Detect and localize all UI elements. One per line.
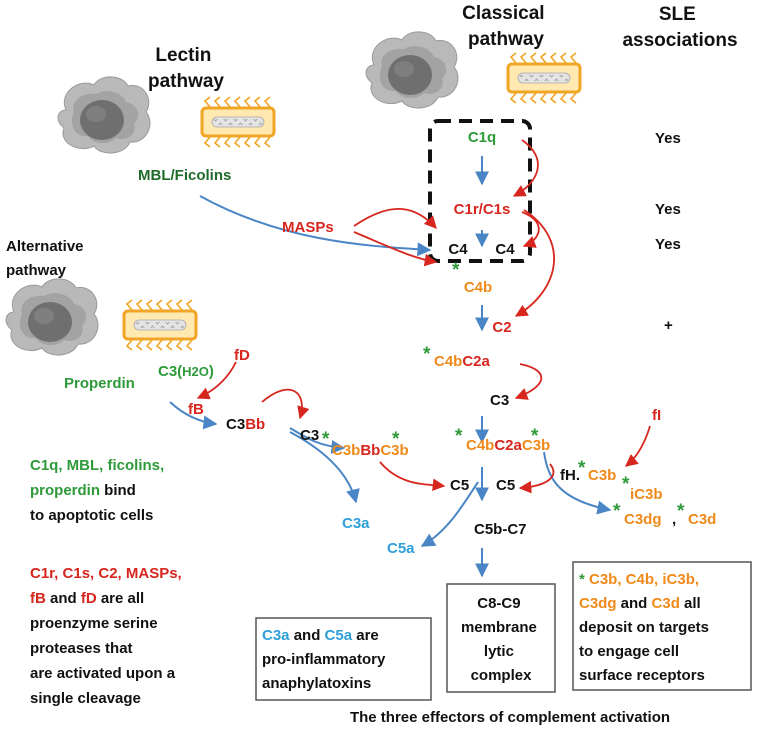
c1q-node: C1q [468, 129, 496, 146]
c3b-regulated-asterisk: * [578, 458, 586, 479]
c4b-c2a-node: C4bC2a [434, 353, 491, 370]
arrow-masps-to-c1r [353, 207, 437, 229]
c2-node: C2 [492, 319, 511, 336]
c4b-node: C4b [464, 279, 492, 296]
c3a-node: C3a [342, 515, 370, 532]
sle-value-c1r-c1s: Yes [655, 201, 681, 218]
c3bbbc3b-asterisk-1: * [322, 429, 330, 450]
arrow-alt-c5-convertase [379, 461, 446, 492]
c3bb-node: C3Bb [226, 416, 265, 433]
c1-complex-box [428, 119, 532, 263]
fh-node: fH. [560, 467, 580, 484]
arrow-to-c3a [289, 431, 360, 504]
c3-node-classical: C3 [490, 392, 509, 409]
apoptotic-binding-note: C1q, MBL, ficolins, properdin bind to ap… [30, 457, 168, 524]
c3h2o-node: C3(H2O) [158, 363, 214, 380]
c4-node-left: C4 [448, 241, 468, 258]
arrow-c3bb-to-c3bbbc3b [289, 427, 346, 454]
ic3b-asterisk: * [622, 474, 630, 495]
alternative-pathway-header: Alternative pathway [6, 238, 88, 279]
sle-value-c2: + [664, 317, 673, 334]
properdin-label: Properdin [64, 375, 135, 392]
c5a-node: C5a [387, 540, 415, 557]
fragment-comma: , [672, 511, 676, 528]
membrane-fragment-icon [506, 51, 582, 105]
arrow-fb-to-c3bb [169, 401, 218, 430]
apoptotic-cell-icon [57, 76, 151, 154]
arrow-c3b-to-fragments [543, 451, 612, 515]
deposit-box [572, 561, 752, 691]
arrow-c1s-cleaves-c4 [521, 211, 540, 248]
fd-node: fD [234, 347, 250, 364]
c4b-asterisk: * [452, 260, 460, 281]
apoptotic-cell-icon [5, 278, 99, 356]
ic3b-node: iC3b [630, 486, 663, 503]
c4b-c2a-c3b-node: C4bC2aC3b [466, 437, 550, 454]
sle-value-c4: Yes [655, 236, 681, 253]
arrow-fd-cleaves-fb [196, 361, 237, 400]
c1r-c1s-node: C1r/C1s [454, 201, 511, 218]
effectors-footer: The three effectors of complement activa… [350, 709, 670, 726]
c5-node-right: C5 [496, 477, 515, 494]
c4-node-right: C4 [495, 241, 515, 258]
fb-node: fB [188, 401, 204, 418]
masps-node: MASPs [282, 219, 334, 236]
c3d-asterisk: * [677, 501, 685, 522]
c4b-c2a-c3b-asterisk-2: * [531, 426, 539, 447]
anaphylatoxin-box-text: C3a and C5a are pro-inflammatory anaphyl… [262, 627, 390, 692]
membrane-fragment-icon [122, 298, 198, 352]
membrane-fragment-icon [200, 95, 276, 149]
arrow-c3bb-cleaves-c3 [261, 388, 310, 420]
arrow-mbl-to-c4 [199, 195, 432, 257]
c4b-c2a-asterisk: * [423, 344, 431, 365]
arrow-c1q-activates-c1r [512, 139, 539, 197]
arrow-c1s-cleaves-c2 [514, 209, 555, 317]
classical-pathway-header: Classical pathway [462, 3, 550, 50]
mac-box [446, 583, 556, 693]
c3bbbc3b-asterisk-2: * [392, 429, 400, 450]
c3dg-asterisk: * [613, 501, 621, 522]
c3d-node: C3d [688, 511, 716, 528]
sle-value-c1q: Yes [655, 130, 681, 147]
c5-node-left: C5 [450, 477, 469, 494]
apoptotic-cell-icon [365, 31, 459, 109]
arrow-to-c5a [420, 481, 479, 547]
proenzyme-note: C1r, C1s, C2, MASPs, fB and fD are all p… [30, 565, 186, 707]
arrow-classical-c5-convertase [518, 463, 555, 494]
anaphylatoxin-box [255, 617, 432, 701]
deposit-box-text: * C3b, C4b, iC3b, C3dg and C3d all depos… [579, 571, 713, 684]
arrow-masps-to-c4 [353, 231, 438, 267]
c3dg-node: C3dg [624, 511, 662, 528]
mac-box-text: C8-C9 membrane lytic complex [461, 595, 541, 684]
c4b-c2a-c3b-asterisk-1: * [455, 426, 463, 447]
c3-node-alternative: C3 [300, 427, 319, 444]
lectin-pathway-header: Lectin pathway [148, 45, 224, 92]
arrow-fi-cleaves-c3b [625, 425, 651, 467]
c5b-c7-node: C5b-C7 [474, 521, 527, 538]
arrow-c4bc2a-cleaves-c3 [514, 363, 543, 400]
fi-node: fI [652, 407, 661, 424]
c3b-regulated-node: C3b [588, 467, 616, 484]
mbl-ficolins-label: MBL/Ficolins [138, 167, 231, 184]
sle-associations-header: SLE associations [622, 4, 737, 51]
c3bbbc3b-node: C3bBbC3b [332, 442, 409, 459]
